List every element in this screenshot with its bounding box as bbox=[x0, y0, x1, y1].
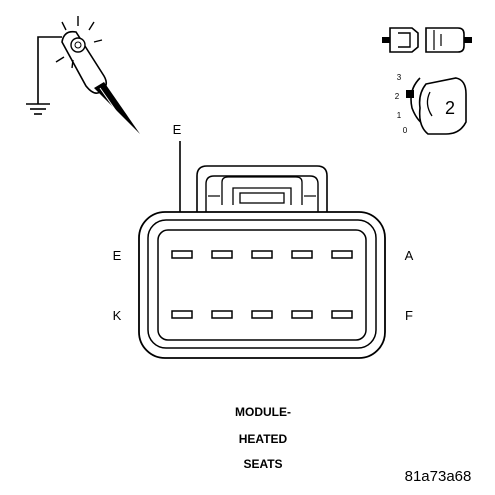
cavity-bottom-3 bbox=[251, 310, 273, 319]
cavity-top-4 bbox=[291, 250, 313, 259]
ignition-selected-position: 2 bbox=[445, 98, 455, 118]
cavity-bottom-5 bbox=[331, 310, 353, 319]
callout-label: E bbox=[173, 122, 182, 137]
connector-disconnected-icon bbox=[382, 27, 472, 53]
ignition-pos-2: 2 bbox=[395, 92, 400, 101]
cavity-top-3 bbox=[251, 250, 273, 259]
ignition-pos-1: 1 bbox=[397, 111, 402, 120]
row-top-left-label: E bbox=[113, 248, 122, 263]
connector-body bbox=[138, 165, 386, 359]
ignition-pos-0: 0 bbox=[403, 126, 408, 135]
caption-line-2: HEATED bbox=[239, 432, 288, 446]
figure-id: 81a73a68 bbox=[405, 468, 472, 485]
cavity-top-5 bbox=[331, 250, 353, 259]
cavity-top-2 bbox=[211, 250, 233, 259]
cavity-bottom-4 bbox=[291, 310, 313, 319]
test-light-icon bbox=[26, 16, 140, 134]
row-bottom-right-label: F bbox=[405, 308, 413, 323]
row-bottom-left-label: K bbox=[113, 308, 122, 323]
ignition-pos-3: 3 bbox=[397, 73, 402, 82]
row-top-right-label: A bbox=[405, 248, 414, 263]
caption-line-1: MODULE- bbox=[235, 405, 291, 419]
cavity-bottom-2 bbox=[211, 310, 233, 319]
cavity-bottom-1 bbox=[171, 310, 193, 319]
caption-line-3: SEATS bbox=[243, 457, 282, 471]
ignition-switch-icon: 3 2 1 0 2 bbox=[395, 73, 467, 135]
cavity-top-1 bbox=[171, 250, 193, 259]
